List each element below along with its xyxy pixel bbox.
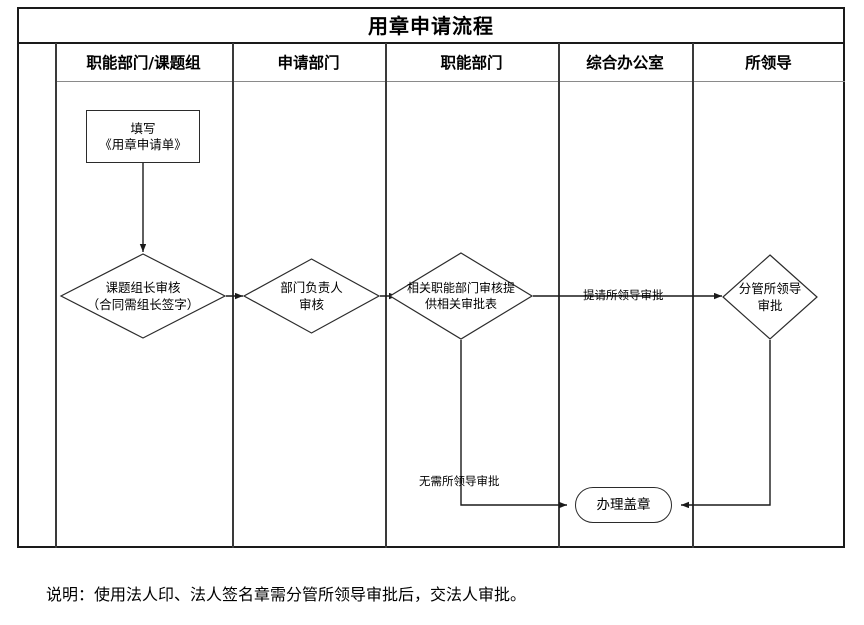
column-header-apply-dept: 申请部门 [277,54,340,72]
node-dept-head-review-label: 部门负责人 审核 [280,280,343,312]
edge-label-no-leader-approval-needed: 无需所领导审批 [419,474,500,488]
node-func-dept-review[interactable]: 相关职能部门审核提 供相关审批表 [388,252,534,340]
column-header-func-dept: 职能部门 [440,54,503,72]
node-group-leader-review-label: 课题组长审核 （合同需组长签字） [86,280,200,312]
lane-divider-2 [232,43,234,548]
node-func-dept-review-label: 相关职能部门审核提 供相关审批表 [406,281,515,311]
lane-divider-4 [558,43,560,548]
node-group-leader-review[interactable]: 课题组长审核 （合同需组长签字） [59,253,227,339]
node-fill-form[interactable]: 填写 《用章申请单》 [86,110,200,163]
title-row-divider [17,42,845,44]
edge-label-request-leader-approval: 提请所领导审批 [583,288,664,302]
lane-divider-5 [692,43,694,548]
footer-note: 说明：使用法人印、法人签名章需分管所领导审批后，交法人审批。 [46,585,527,604]
lane-divider-1 [55,43,57,548]
node-leader-approval-label: 分管所领导 审批 [738,281,802,313]
node-apply-seal[interactable]: 办理盖章 [575,487,672,523]
header-row-divider [55,81,845,82]
column-header-dept-group: 职能部门/课题组 [86,54,201,72]
column-header-general-office: 综合办公室 [586,54,664,72]
node-leader-approval[interactable]: 分管所领导 审批 [722,254,818,340]
node-dept-head-review[interactable]: 部门负责人 审核 [242,258,381,334]
page-title: 用章申请流程 [368,14,494,38]
flowchart-outer-frame [17,7,845,548]
column-header-institute-leader: 所领导 [745,54,792,72]
